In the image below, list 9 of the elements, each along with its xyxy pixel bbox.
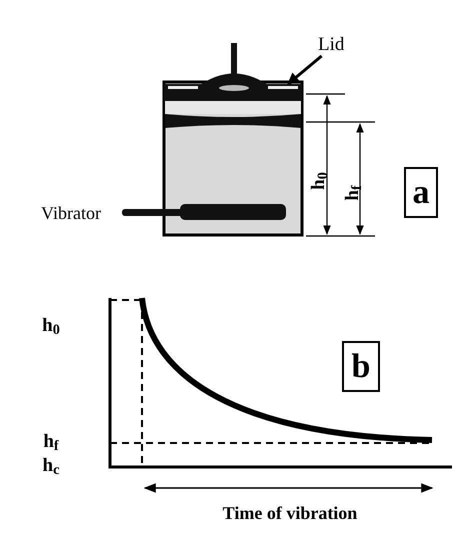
axis-label: h$_{c}$ <box>42 456 60 474</box>
leader-line <box>287 54 323 86</box>
panel-letter-box: b <box>342 341 380 392</box>
axis-title: Time of vibration <box>222 504 358 522</box>
vibrator-label: Vibrator <box>41 204 101 222</box>
panel-letter-box: a <box>404 167 438 218</box>
axis-label: h$_{0}$ <box>42 316 60 334</box>
lid-label: Lid <box>318 32 354 56</box>
axis-label: h$_{f}$ <box>43 432 59 450</box>
